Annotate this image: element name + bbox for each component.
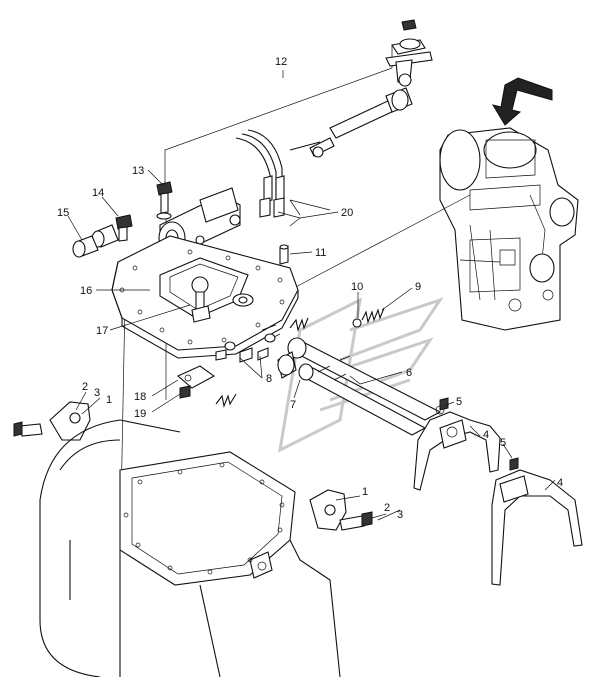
callout-2-upper: 2 [82,381,88,393]
callout-20: 20 [341,207,353,219]
callout-5-upper: 5 [456,396,462,408]
callout-18: 18 [134,391,146,403]
lock-plate-18 [176,365,216,389]
shift-cable-assembly [235,87,413,218]
arrow-down-icon [491,77,553,126]
callout-3-upper: 3 [94,387,100,399]
callout-16: 16 [80,285,92,297]
watermark [278,297,444,453]
callout-11: 11 [315,247,326,259]
callout-leaders [67,70,556,521]
callout-9: 9 [415,281,421,293]
bushings-15 [72,224,119,258]
callout-13: 13 [132,165,144,177]
callout-10: 10 [351,281,363,293]
detent-ball-spring [215,307,385,408]
callout-15: 15 [57,207,69,219]
callout-4-upper: 4 [483,429,489,441]
callout-3-lower: 3 [397,509,403,521]
shift-fork-lower [491,457,583,586]
shift-rails [277,337,445,436]
shift-fork-upper [413,397,501,491]
callout-7: 7 [290,399,296,411]
callout-5-lower: 5 [500,437,506,449]
callout-6: 6 [406,367,412,379]
callout-labels: 12 13 14 15 16 17 20 11 10 9 8 7 6 18 19… [57,56,563,521]
callout-17: 17 [96,325,108,337]
pin-11 [279,244,289,265]
transmission-housing [39,419,341,678]
bolt-14 [115,214,133,242]
callout-14: 14 [92,187,104,199]
callout-4-lower: 4 [557,477,563,489]
lever-upper-left [13,401,91,441]
callout-12: 12 [275,56,287,68]
callout-1-lower: 1 [362,486,368,498]
callout-1-upper: 1 [106,394,112,406]
callout-19: 19 [134,408,146,420]
callout-8: 8 [266,373,272,385]
shift-lever-bracket [385,19,433,87]
top-cover-plate [111,235,299,359]
housing-bolt-holes [123,462,285,575]
callout-2-lower: 2 [384,502,390,514]
bolt-13 [156,181,173,220]
pins-8 [215,347,269,363]
cover-bolt-holes [119,249,285,345]
gearbox-thumbnail [439,127,579,331]
bolt-19 [179,385,191,399]
